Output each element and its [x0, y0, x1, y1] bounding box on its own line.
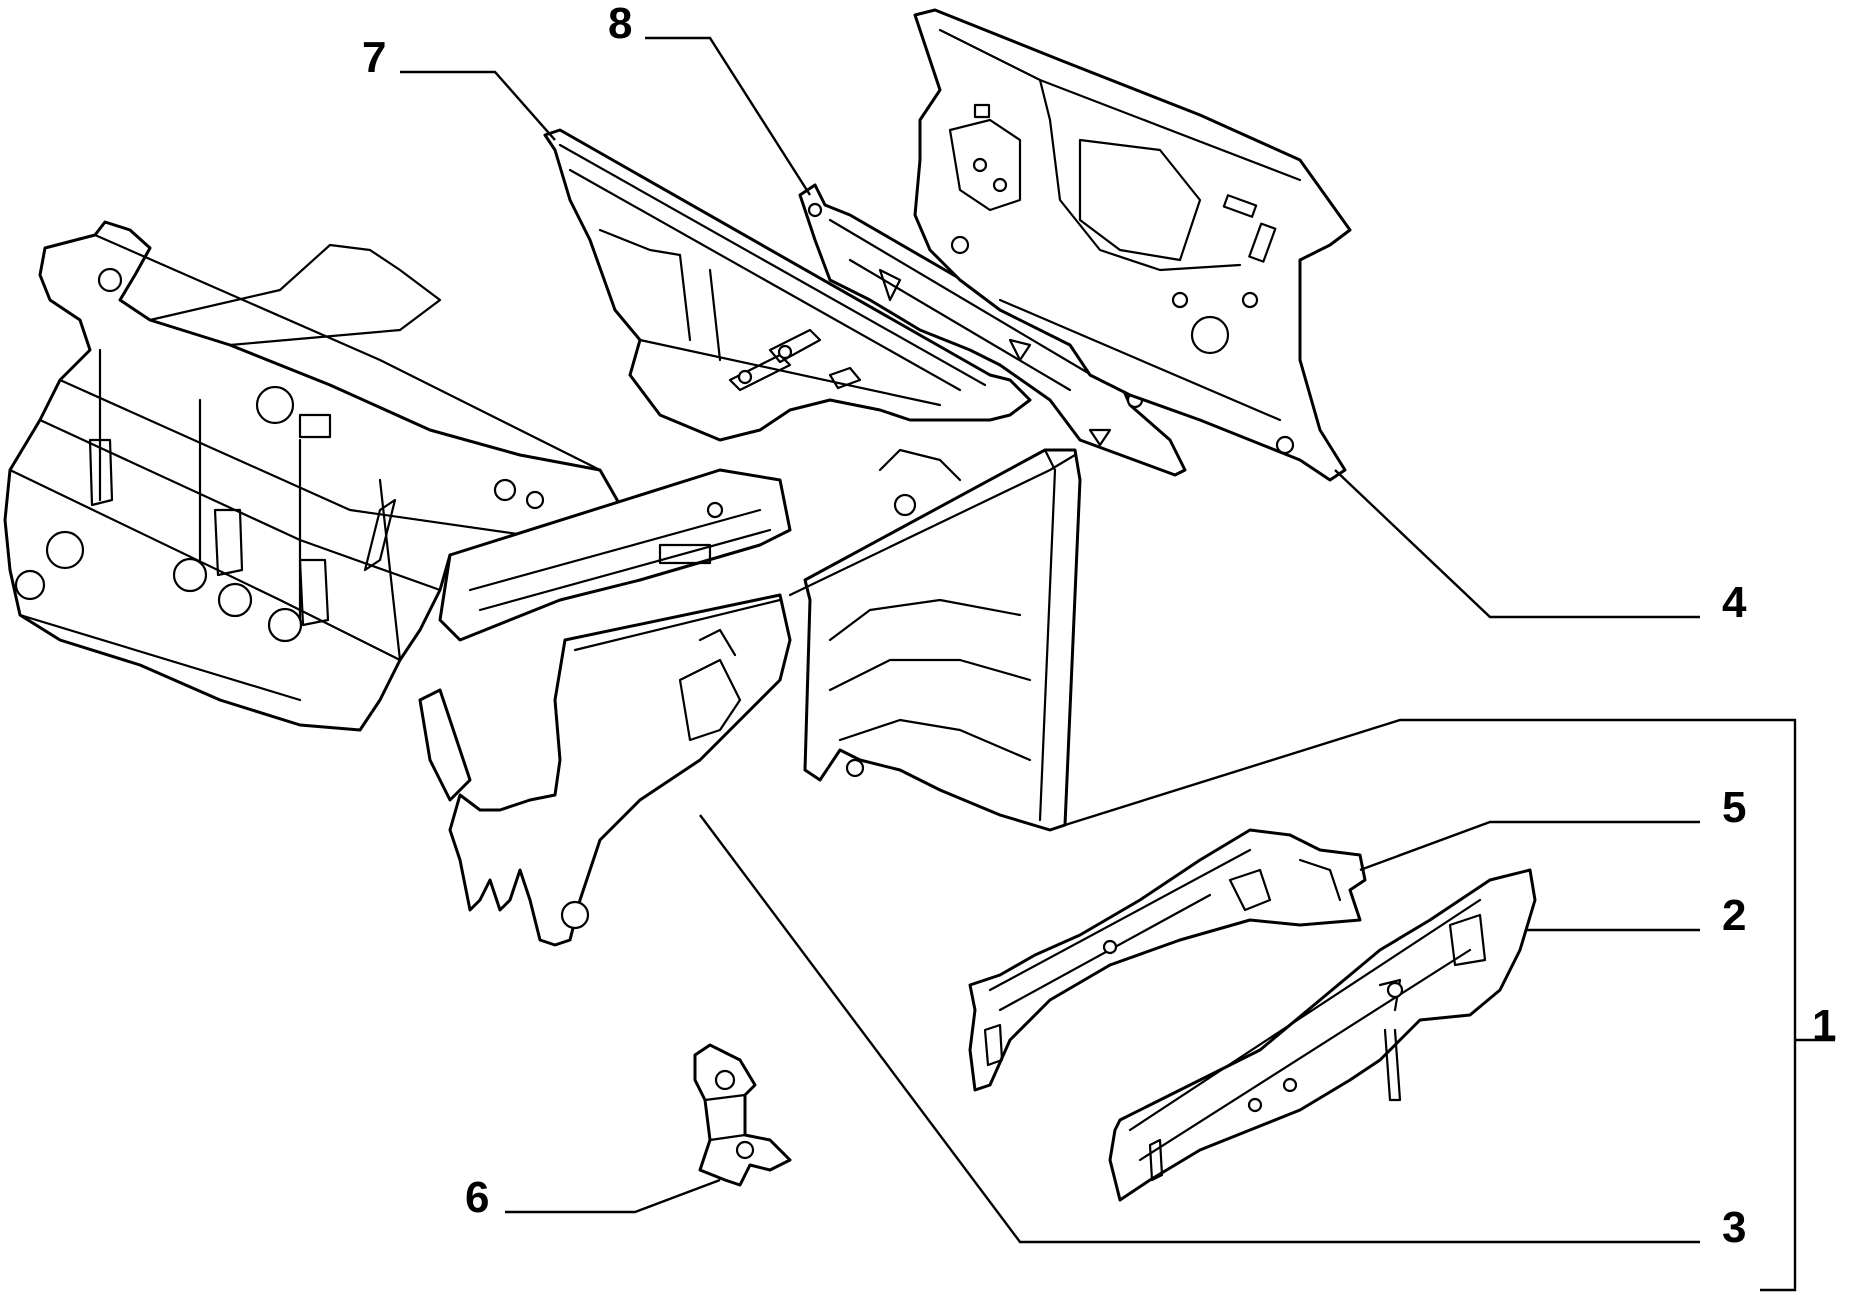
part-6-small-bracket: [693, 1043, 792, 1187]
part-3-inner-wheel-arch: [448, 593, 792, 947]
leader-6: [505, 1178, 721, 1214]
leader-lines: [400, 36, 1835, 1292]
part-wheelhouse-panel: [788, 448, 1082, 832]
callout-label-6: 6: [465, 1173, 489, 1222]
leader-8: [645, 36, 812, 196]
front-frame-assembly: [3, 220, 792, 802]
callout-label-4: 4: [1722, 578, 1747, 627]
callout-label-5: 5: [1722, 783, 1746, 832]
leader-5: [1359, 820, 1700, 872]
callout-label-1: 1: [1812, 1001, 1836, 1050]
callout-label-7: 7: [362, 33, 386, 82]
leader-4: [1334, 469, 1700, 619]
part-4-firewall-bulkhead: [913, 8, 1352, 482]
callout-label-8: 8: [608, 0, 632, 48]
callout-label-3: 3: [1722, 1203, 1746, 1252]
part-7-dash-cross-member: [543, 128, 1032, 442]
part-2-lower-side-member: [1108, 868, 1537, 1202]
callout-labels: 7 8 4 5 2 1 3 6: [362, 0, 1836, 1252]
part-5-upper-side-member: [968, 828, 1367, 1092]
leader-3: [699, 814, 1700, 1244]
leader-wheelhouse: [1064, 718, 1790, 827]
callout-bracket-1: [1760, 718, 1797, 1292]
leader-7: [400, 70, 556, 141]
callout-label-2: 2: [1722, 891, 1746, 940]
